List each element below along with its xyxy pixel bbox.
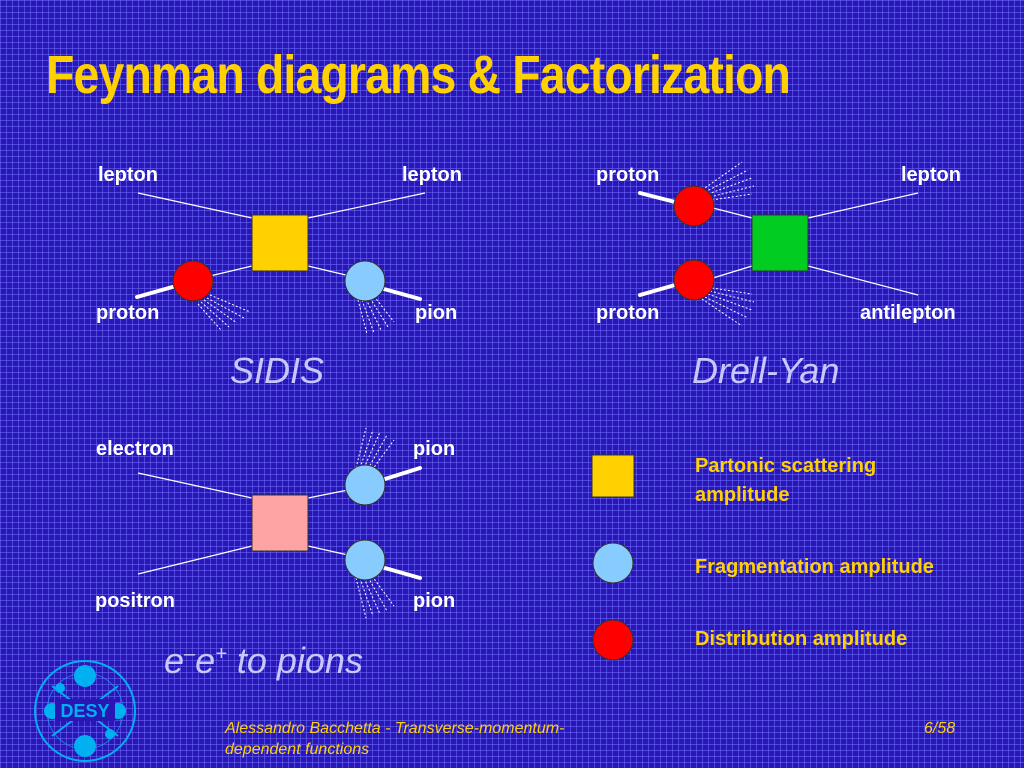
sidis-pion-line: [382, 287, 422, 301]
dy-partonic-box: [751, 214, 809, 272]
sidis-caption: SIDIS: [230, 350, 325, 391]
dy-label-top-right: lepton: [901, 164, 961, 186]
sidis-lepton-in-line: [137, 192, 253, 219]
ee-positron-line: [137, 545, 253, 575]
ee-label-bottom-right: pion: [413, 590, 456, 612]
sidis-fragmentation-circle: [344, 260, 386, 302]
sidis-label-bottom-right: pion: [415, 302, 458, 324]
ee-pion1-line: [383, 466, 422, 481]
dy-label-bottom-left: proton: [596, 302, 660, 324]
legend-partonic-text: Partonic scattering amplitude: [695, 455, 877, 506]
slide-page-number: 6/58: [924, 720, 956, 737]
dy-proton2-link: [712, 265, 753, 279]
dy-proton1-line: [638, 191, 677, 204]
ee-fragmentation-circle-bottom: [344, 539, 386, 581]
ee-pion1-fragments: [355, 427, 395, 471]
ee-electron-line: [137, 472, 253, 499]
sidis-partonic-box: [251, 214, 309, 272]
sidis-label-top-right: lepton: [402, 164, 462, 186]
footer-line-1: Alessandro Bacchetta - Transverse-moment…: [225, 720, 565, 737]
legend-fragmentation-circle: [592, 542, 634, 584]
dy-proton2-remnants: [701, 287, 755, 327]
sidis-pion-link: [307, 265, 351, 277]
dy-proton2-line: [638, 283, 677, 297]
dy-label-top-left: proton: [596, 164, 660, 186]
footer-author: Alessandro Bacchetta - Transverse-moment…: [225, 718, 705, 760]
dy-label-bottom-right: antilepton: [860, 302, 956, 324]
ee-caption-e2: e: [195, 640, 216, 681]
sidis-distribution-circle: [172, 260, 214, 302]
ee-pion2-link: [307, 545, 349, 556]
sidis-lepton-out-line: [307, 192, 426, 219]
legend-partonic-box: [591, 454, 635, 498]
dy-distribution-circle-top: [673, 185, 715, 227]
desy-logo-text: DESY: [60, 701, 109, 721]
slide-title: Feynman diagrams & Factorization: [46, 45, 791, 105]
dy-antilepton-line: [807, 265, 919, 296]
legend-fragmentation-text: Fragmentation amplitude: [695, 556, 934, 578]
ee-fragmentation-circle-top: [344, 464, 386, 506]
sidis-proton-line: [135, 284, 178, 299]
ee-pion2-fragments: [355, 575, 395, 619]
ee-label-top-left: electron: [96, 438, 174, 460]
sidis-proton-remnants: [197, 294, 251, 331]
ee-caption-plus: +: [215, 643, 227, 665]
ee-pion2-line: [383, 566, 422, 580]
sidis-pion-fragments: [357, 295, 395, 335]
sidis-label-bottom-left: proton: [96, 302, 160, 324]
dy-proton1-link: [712, 207, 753, 219]
ee-caption-rest: to pions: [226, 640, 363, 681]
ee-caption-minus: –: [184, 643, 196, 665]
legend-distribution-text: Distribution amplitude: [695, 628, 908, 650]
footer-line-2: dependent functions: [225, 741, 370, 758]
ee-caption: e–e+ to pions: [164, 640, 363, 682]
dy-lepton-line: [807, 192, 919, 219]
dy-proton1-remnants: [701, 161, 755, 201]
dy-distribution-circle-bottom: [673, 259, 715, 301]
ee-label-top-right: pion: [413, 438, 456, 460]
dy-caption: Drell-Yan: [692, 350, 840, 391]
sidis-label-top-left: lepton: [98, 164, 158, 186]
ee-partonic-box: [251, 494, 309, 552]
desy-logo: DESY: [34, 660, 136, 762]
ee-pion1-link: [307, 489, 349, 499]
ee-caption-e1: e: [164, 640, 185, 681]
ee-label-bottom-left: positron: [95, 590, 175, 612]
sidis-proton-link: [209, 265, 253, 277]
legend-distribution-circle: [592, 619, 634, 661]
